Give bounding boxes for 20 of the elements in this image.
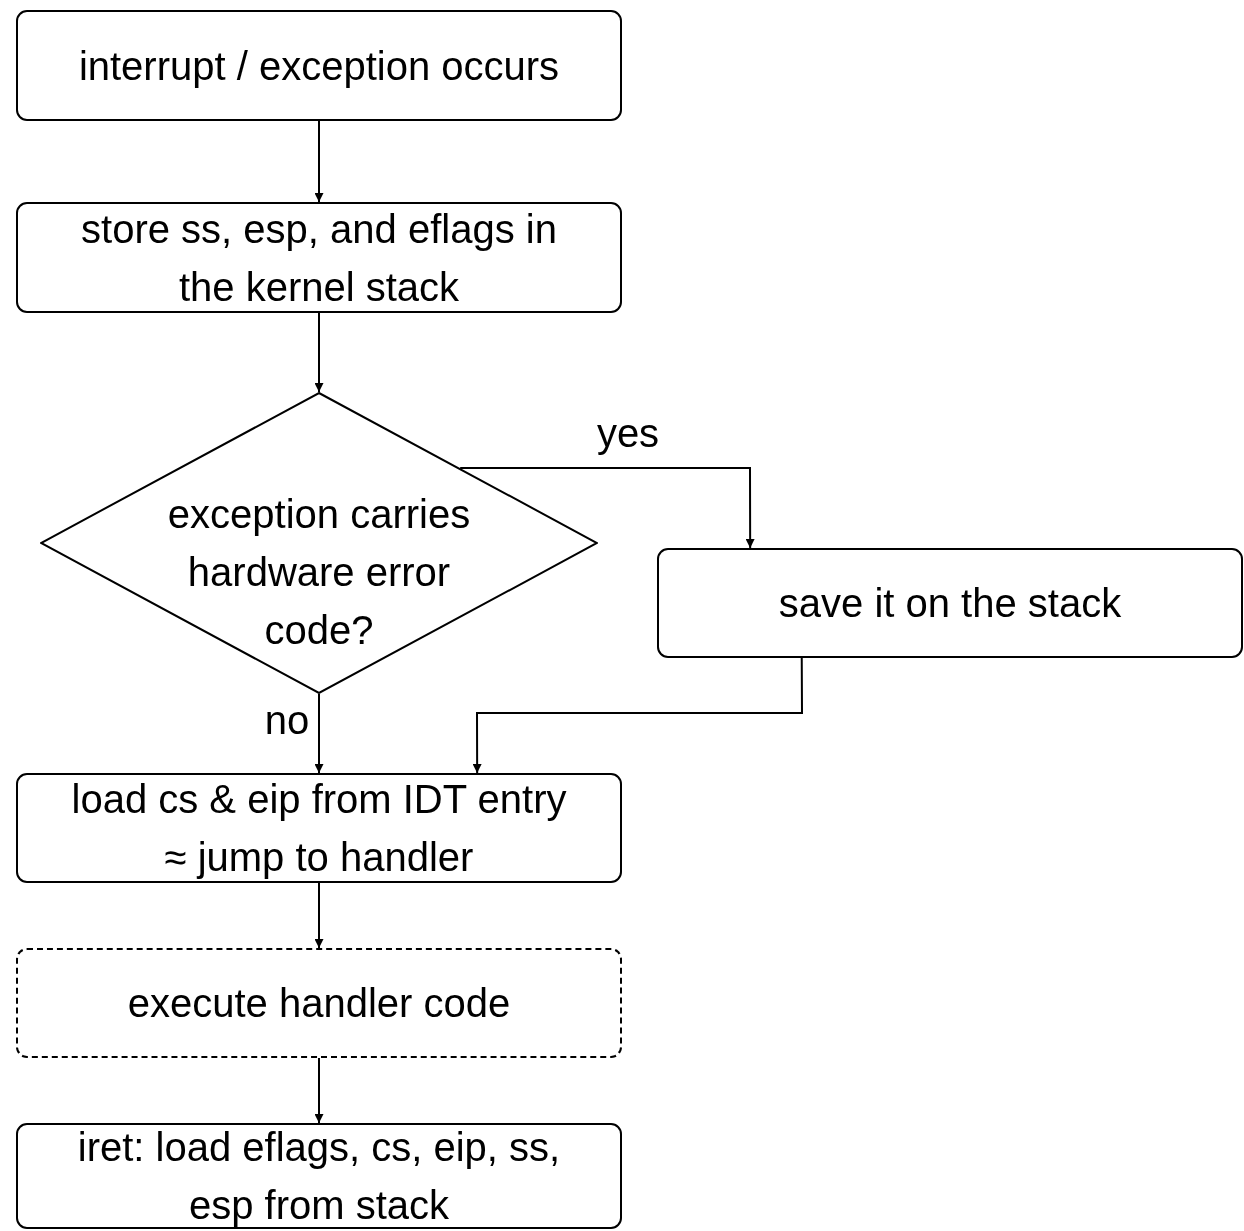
node-text: save it on the stack: [778, 580, 1122, 627]
process-box: [16, 1123, 622, 1229]
node-text: interrupt / exception occurs: [78, 42, 560, 90]
arrow: [459, 467, 755, 549]
node-text: load cs & eip from IDT entry ≈ jump to handler: [70, 776, 568, 881]
arrow: [314, 1057, 324, 1124]
process-box: [16, 773, 622, 883]
process-box: [657, 548, 1243, 658]
arrow: [314, 120, 324, 203]
node-text: store ss, esp, and eflags in the kernel stack: [80, 205, 558, 311]
process-box: [16, 10, 622, 121]
arrow: [314, 882, 324, 949]
process-box: [16, 948, 622, 1058]
node-text: iret: load eflags, cs, eip, ss, esp from stack: [76, 1124, 562, 1229]
process-box: [16, 202, 622, 313]
arrow: [314, 312, 324, 393]
node-text: exception carries hardware error code?: [166, 491, 472, 654]
arrow: [314, 693, 324, 774]
arrow: [472, 657, 803, 774]
node-text: execute handler code: [127, 980, 511, 1027]
